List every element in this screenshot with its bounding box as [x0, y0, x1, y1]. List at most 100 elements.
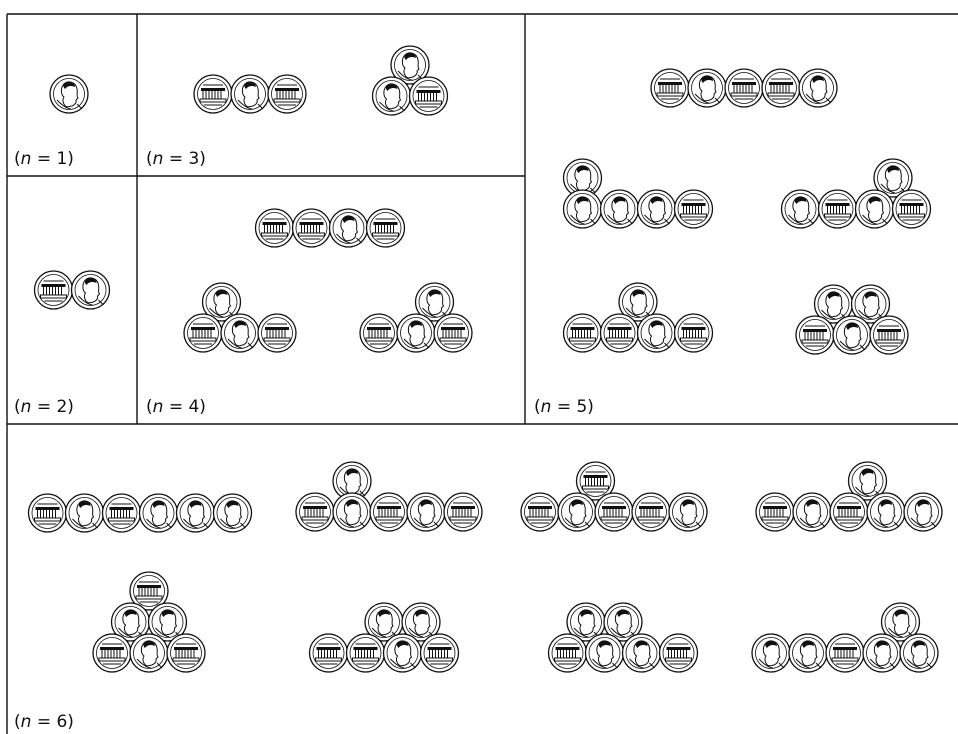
- coin-arrangement: [184, 283, 296, 352]
- coin-arrangement: [310, 603, 459, 672]
- penny-tails-icon: [632, 493, 670, 531]
- coin-arrangement: [93, 572, 205, 672]
- penny-tails-icon: [819, 190, 857, 228]
- penny-tails-icon: [370, 493, 408, 531]
- coin-arrangement: [296, 462, 482, 531]
- penny-tails-icon: [347, 634, 385, 672]
- penny-tails-icon: [660, 634, 698, 672]
- penny-tails-icon: [194, 75, 232, 113]
- penny-tails-icon: [268, 75, 306, 113]
- penny-heads-icon: [564, 190, 602, 228]
- penny-tails-icon: [29, 494, 67, 532]
- panel-n2: (n = 2): [14, 271, 110, 417]
- coin-arrangements: [50, 75, 88, 113]
- penny-tails-icon: [675, 190, 713, 228]
- penny-heads-icon: [72, 271, 110, 309]
- penny-tails-icon: [762, 69, 800, 107]
- penny-tails-icon: [725, 69, 763, 107]
- coin-arrangement: [256, 209, 405, 247]
- penny-heads-icon: [900, 634, 938, 672]
- penny-tails-icon: [93, 634, 131, 672]
- penny-heads-icon: [397, 314, 435, 352]
- penny-heads-icon: [221, 314, 259, 352]
- penny-tails-icon: [184, 314, 222, 352]
- penny-heads-icon: [867, 493, 905, 531]
- penny-tails-icon: [601, 314, 639, 352]
- penny-heads-icon: [330, 209, 368, 247]
- penny-tails-icon: [830, 493, 868, 531]
- panel-n5: (n = 5): [534, 69, 931, 417]
- coin-arrangement: [756, 462, 942, 531]
- penny-tails-icon: [893, 190, 931, 228]
- penny-tails-icon: [360, 314, 398, 352]
- penny-heads-icon: [214, 494, 252, 532]
- penny-tails-icon: [310, 634, 348, 672]
- panel-label: (n = 5): [534, 397, 594, 417]
- penny-heads-icon: [177, 494, 215, 532]
- coin-arrangement: [521, 462, 707, 531]
- penny-tails-icon: [796, 316, 834, 354]
- penny-heads-icon: [50, 75, 88, 113]
- coin-arrangements: [184, 209, 472, 352]
- penny-tails-icon: [296, 493, 334, 531]
- penny-tails-icon: [870, 316, 908, 354]
- penny-heads-icon: [407, 493, 445, 531]
- panel-label: (n = 4): [146, 397, 206, 417]
- penny-heads-icon: [601, 190, 639, 228]
- penny-tails-icon: [595, 493, 633, 531]
- panel-n6: (n = 6): [14, 462, 942, 732]
- penny-tails-icon: [549, 634, 587, 672]
- penny-tails-icon: [293, 209, 331, 247]
- penny-heads-icon: [856, 190, 894, 228]
- penny-tails-icon: [675, 314, 713, 352]
- coin-arrangement: [549, 603, 698, 672]
- coin-arrangement: [564, 283, 713, 352]
- coin-arrangement: [373, 46, 448, 115]
- penny-tails-icon: [756, 493, 794, 531]
- penny-heads-icon: [782, 190, 820, 228]
- penny-heads-icon: [638, 190, 676, 228]
- penny-heads-icon: [688, 69, 726, 107]
- penny-heads-icon: [623, 634, 661, 672]
- penny-heads-icon: [231, 75, 269, 113]
- penny-heads-icon: [384, 634, 422, 672]
- penny-tails-icon: [651, 69, 689, 107]
- panel-label: (n = 6): [14, 712, 74, 732]
- coin-arrangement: [651, 69, 837, 107]
- penny-heads-icon: [130, 634, 168, 672]
- penny-tails-icon: [826, 634, 864, 672]
- coin-arrangements: [564, 69, 931, 354]
- penny-heads-icon: [558, 493, 596, 531]
- panel-n3: (n = 3): [146, 46, 448, 169]
- penny-tails-icon: [258, 314, 296, 352]
- penny-heads-icon: [638, 314, 676, 352]
- penny-tails-icon: [410, 77, 448, 115]
- coin-arrangement: [35, 271, 110, 309]
- penny-heads-icon: [373, 77, 411, 115]
- coin-arrangement: [194, 75, 306, 113]
- penny-tails-icon: [434, 314, 472, 352]
- coin-arrangement: [752, 603, 938, 672]
- penny-heads-icon: [669, 493, 707, 531]
- coin-arrangement: [796, 285, 908, 354]
- penny-heads-icon: [833, 316, 871, 354]
- penny-heads-icon: [586, 634, 624, 672]
- penny-tails-icon: [421, 634, 459, 672]
- panel-label: (n = 3): [146, 149, 206, 169]
- penny-heads-icon: [66, 494, 104, 532]
- panel-n4: (n = 4): [146, 209, 472, 417]
- penny-heads-icon: [904, 493, 942, 531]
- penny-heads-icon: [799, 69, 837, 107]
- penny-tails-icon: [256, 209, 294, 247]
- penny-tails-icon: [35, 271, 73, 309]
- penny-tails-icon: [167, 634, 205, 672]
- penny-tails-icon: [367, 209, 405, 247]
- penny-tails-icon: [444, 493, 482, 531]
- coin-arrangement: [360, 283, 472, 352]
- penny-heads-icon: [789, 634, 827, 672]
- penny-heads-icon: [140, 494, 178, 532]
- coin-arrangements: [29, 462, 943, 672]
- penny-tails-icon: [564, 314, 602, 352]
- penny-tails-icon: [103, 494, 141, 532]
